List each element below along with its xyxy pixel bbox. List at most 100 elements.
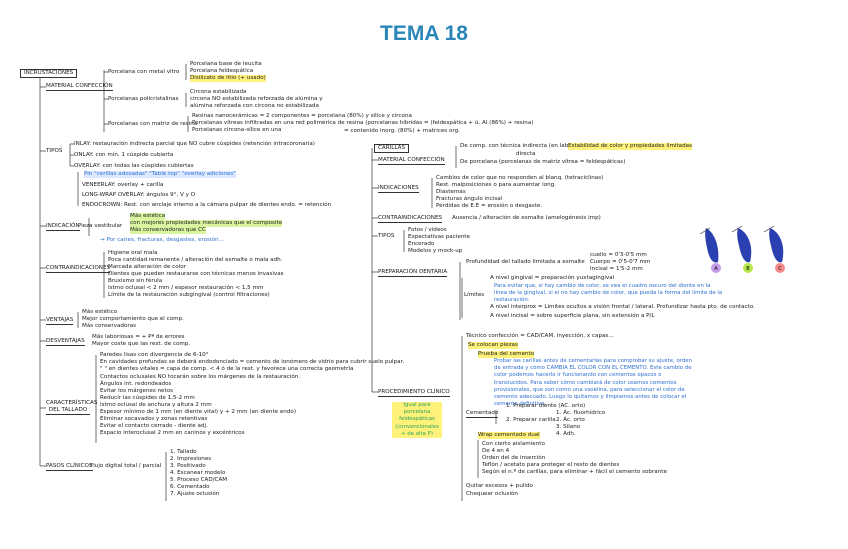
text-aislamiento: Con cierto aislamiento: [482, 441, 545, 447]
text-paso-7: 7. Ajuste oclusión: [170, 491, 220, 497]
node-carillas: CARILLAS: [374, 144, 410, 153]
text-quitar-excesos: Quitar excesos + pulido: [466, 483, 533, 489]
node-cementado: Cementado: [466, 410, 499, 418]
text-leucita: Porcelana base de leucita: [190, 61, 262, 67]
text-laboriosas: Más laboriosas = + Pª de errores: [92, 334, 185, 340]
text-mejores-propiedades: con mejores propiedades mecánicas que el…: [130, 220, 283, 228]
text-veneerlay: VENEERLAY: overlay + carilla: [82, 182, 164, 188]
text-por-caries: → Por caries, fracturas, desgastes, eros…: [100, 237, 224, 243]
text-paso-1: 1. Tallado: [170, 449, 197, 455]
text-circona-estab: Circona estabilizada: [190, 89, 247, 95]
text-mas-conservadoras: Más conservadoras que CC: [130, 227, 206, 235]
node-tipos: TIPOS: [46, 148, 63, 154]
text-perdidas: Pérdidas de E.E = erosión o desgaste.: [436, 203, 543, 209]
text-tecnico-confeccion: Técnico confección = CAD/CAM, inyección,…: [466, 333, 614, 339]
text-de-porcelana: De porcelana (porcelanas de matriz vítre…: [460, 159, 626, 165]
veneer-figure-b: [731, 225, 753, 273]
text-paso-4: 4. Escanear modelo: [170, 470, 226, 476]
text-fotos: Fotos / vídeos: [408, 227, 447, 233]
node-contraindicaciones-left: CONTRAINDICACIONES: [46, 265, 111, 273]
node-procedimiento-clinico: PROCEDIMIENTO CLÍNICO: [378, 389, 450, 397]
text-preparar-carilla: 2. Preparar carilla: [506, 417, 556, 423]
text-long-wrap: LONG-WRAP OVERLAY: ángulos 9°, V y O: [82, 192, 196, 198]
node-incrustaciones: INCRUSTACIONES: [20, 69, 78, 78]
text-espesor-minimo: Espesor mínimo de 1 mm (en diente vital)…: [100, 409, 297, 415]
text-paredes-lisas: Paredes lisas con divergencia de 6-10°: [100, 352, 209, 358]
text-cuello: cuello = 0'3-0'5 mm: [590, 252, 647, 258]
page-title: TEMA 18: [380, 22, 468, 45]
text-cavidades-profundas: En cavidades profundas se deberá endodon…: [100, 359, 405, 365]
text-bruxismo: Bruxismo sin férula: [108, 278, 163, 284]
text-encerado: Encerado: [408, 241, 435, 247]
text-estabilidad-color: Estabilidad de color y propiedades limit…: [568, 143, 692, 151]
text-policristalinas: Porcelanas policristalinas: [108, 96, 179, 102]
node-caracteristicas-tallado: CARACTERÍSTICAS DEL TALLADO: [46, 400, 98, 415]
text-circona-silice: Porcelanas circona-sílice en una: [192, 127, 282, 133]
text-diastemas: Diastemas: [436, 189, 466, 195]
node-indicacion: INDICACIÓN: [46, 223, 80, 231]
text-cambios-color: Cambios de color que no responden al bla…: [436, 175, 604, 181]
text-dientes-vitales: " " en dientes vitales = capa de comp. <…: [100, 366, 354, 372]
text-menos-invasivas: Dientes que pueden restaurarse con técni…: [108, 271, 284, 277]
node-material-confeccion-right: MATERIAL CONFECCIÓN: [378, 157, 445, 165]
text-mas-estetica: Más estética: [130, 213, 166, 221]
node-indicaciones-right: INDICACIONES: [378, 185, 419, 193]
text-ac-fluorhidrico: 1. Ác. fluorhídrico: [556, 410, 606, 416]
text-nivel-interprox: A nivel interprox = Límites ocultos a vi…: [490, 304, 755, 310]
text-preparar-diente: 1. Preparar diente (AC. orto): [506, 403, 586, 409]
text-pieza-vestibular: Pieza vestibular: [78, 223, 123, 229]
text-adhesivo: 4. Adh.: [556, 431, 576, 437]
veneer-preparation-figures: A B C: [699, 225, 785, 273]
text-paso-5: 5. Proceso CAD/CAM: [170, 477, 228, 483]
text-contacto-cerrado: Evitar el contacto cerrado - diente adj.: [100, 423, 208, 429]
text-incisal: Incisal = 1'5-2 mm: [590, 266, 643, 272]
text-margenes: Evitar los márgenes netos: [100, 388, 174, 394]
text-segun-carillas: Según el n.º de carillas, para eliminar …: [482, 469, 667, 475]
veneer-figure-a: [699, 227, 721, 273]
text-cuerpo: Cuerpo = 0'5-0'7 mm: [590, 259, 651, 265]
text-feldespatica: Porcelana feldespática: [190, 68, 254, 74]
node-tipos-right: TIPOS: [378, 233, 395, 239]
text-contenido-inorg: = contenido inorg. (80%) + matrices org.: [344, 128, 460, 134]
text-vitreas-infiltradas: Porcelanas vítreas infiltradas en una re…: [192, 120, 534, 126]
text-profundidad: Profundidad del tallado limitada a esmal…: [466, 259, 585, 265]
text-gingival-note: Para evitar que, si hay cambio de color,…: [494, 283, 723, 304]
text-contactos-oclusales: Contactos oclusales NO tocarán sobre los…: [100, 374, 301, 380]
text-ac-orto: 2. Ác. orto: [556, 417, 585, 423]
text-inlay: INLAY: restauración indirecta parcial qu…: [74, 141, 315, 147]
text-circona-no-estab: circona NO estabilizada reforzada de alú…: [190, 96, 323, 102]
text-paso-2: 2. Impresiones: [170, 456, 212, 462]
text-orden-insercion: Orden del de inserción: [482, 455, 546, 461]
text-mockup: Modelos y mock-up: [408, 248, 463, 254]
text-nivel-incisal: A nivel incisal = sobre superficie plana…: [490, 313, 655, 319]
text-malposiciones: Rest. malposiciones o para aumentar long…: [436, 182, 556, 188]
node-preparacion-dentaria: PREPARACIÓN DENTARIA: [378, 269, 448, 277]
figure-label-c: C: [778, 266, 782, 272]
text-socavados: Eliminar socavados y zonas retentivas: [100, 416, 208, 422]
text-fracturas: Fracturas ángulo incisal: [436, 196, 503, 202]
text-onlay: ONLAY: con mín. 1 cúspide cubierta: [74, 152, 174, 158]
text-pin-overlay: Pin "cerillas adosadas" "Table top" "ove…: [84, 171, 236, 179]
text-se-colocan-piezas: Se colocan piezas: [468, 342, 518, 350]
text-porcelana-metal: Porcelana con metal vitro: [108, 69, 180, 75]
text-de-4-en-4: De 4 en 4: [482, 448, 510, 454]
text-nivel-gingival: A nivel gingival = preparación yuxtaging…: [490, 275, 615, 281]
text-nanoceramicas: Resinas nanocerámicas = 2 componentes = …: [192, 113, 412, 119]
text-alumina: alúmina reforzada con circona no estabil…: [190, 103, 319, 109]
text-igual-porcelana: Igual para porcelana feldespáticas (conv…: [392, 402, 442, 439]
text-istmo-2mm: Istmo oclusal de anchura y altura 2 mm: [100, 402, 212, 408]
veneer-figure-c: [763, 225, 785, 273]
text-teflon: Teflón / acetato para proteger el resto …: [482, 462, 620, 468]
text-angulos: Ángulos int. redondeados: [100, 381, 172, 387]
text-comp-indirecta: De comp. con técnica indirecta (en labo): [460, 143, 574, 149]
node-ventajas: VENTAJAS: [46, 317, 74, 325]
text-conservadoras: Más conservadoras: [82, 323, 136, 329]
text-subgingival: Límite de la restauración subgingival (c…: [108, 292, 270, 298]
text-limites: Límites: [464, 292, 485, 298]
text-poca-cantidad: Poca cantidad remanente / alteración del…: [108, 257, 283, 263]
text-ausencia-esmalte: Ausencia / alteración de esmalte (amelog…: [452, 215, 601, 221]
text-wrap-cementado: Wrap cementado dual: [478, 432, 540, 440]
text-flujo-digital: Flujo digital total / parcial: [90, 463, 162, 469]
node-pasos-clinicos: PASOS CLÍNICOS: [46, 463, 93, 471]
text-mejor-comportamiento: Mejor comportamiento que el comp.: [82, 316, 184, 322]
